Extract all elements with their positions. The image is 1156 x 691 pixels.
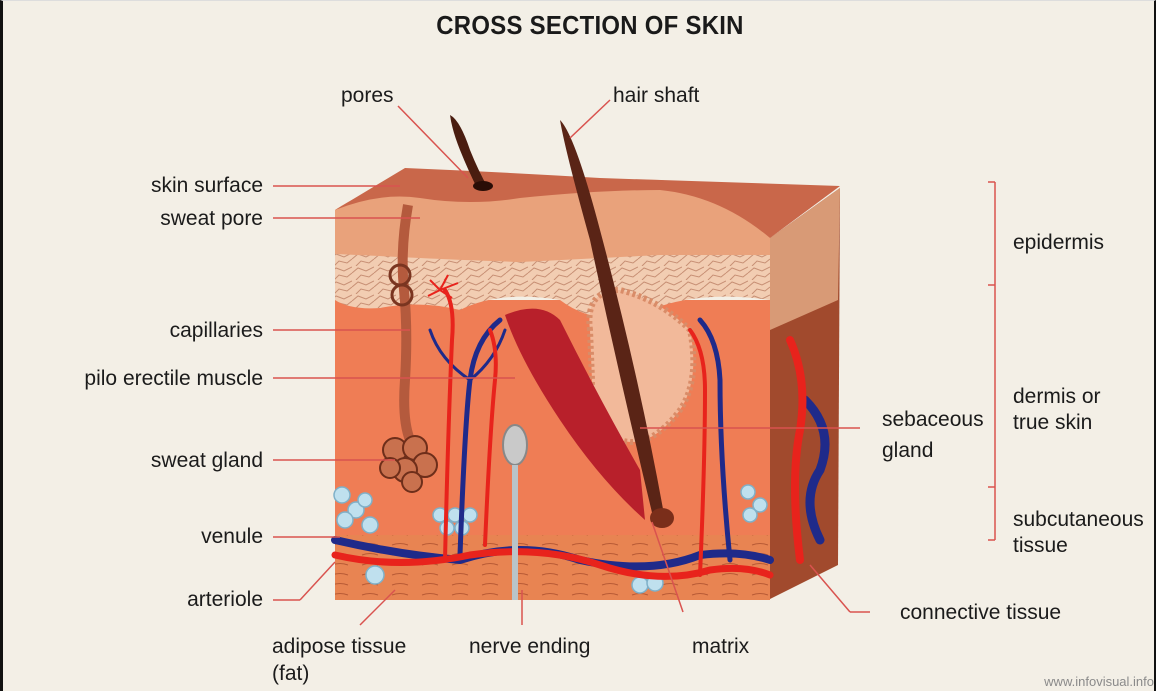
diagram-canvas: CROSS SECTION OF SKIN pores hair shaft s… (0, 0, 1156, 691)
image-frame (0, 0, 1156, 691)
